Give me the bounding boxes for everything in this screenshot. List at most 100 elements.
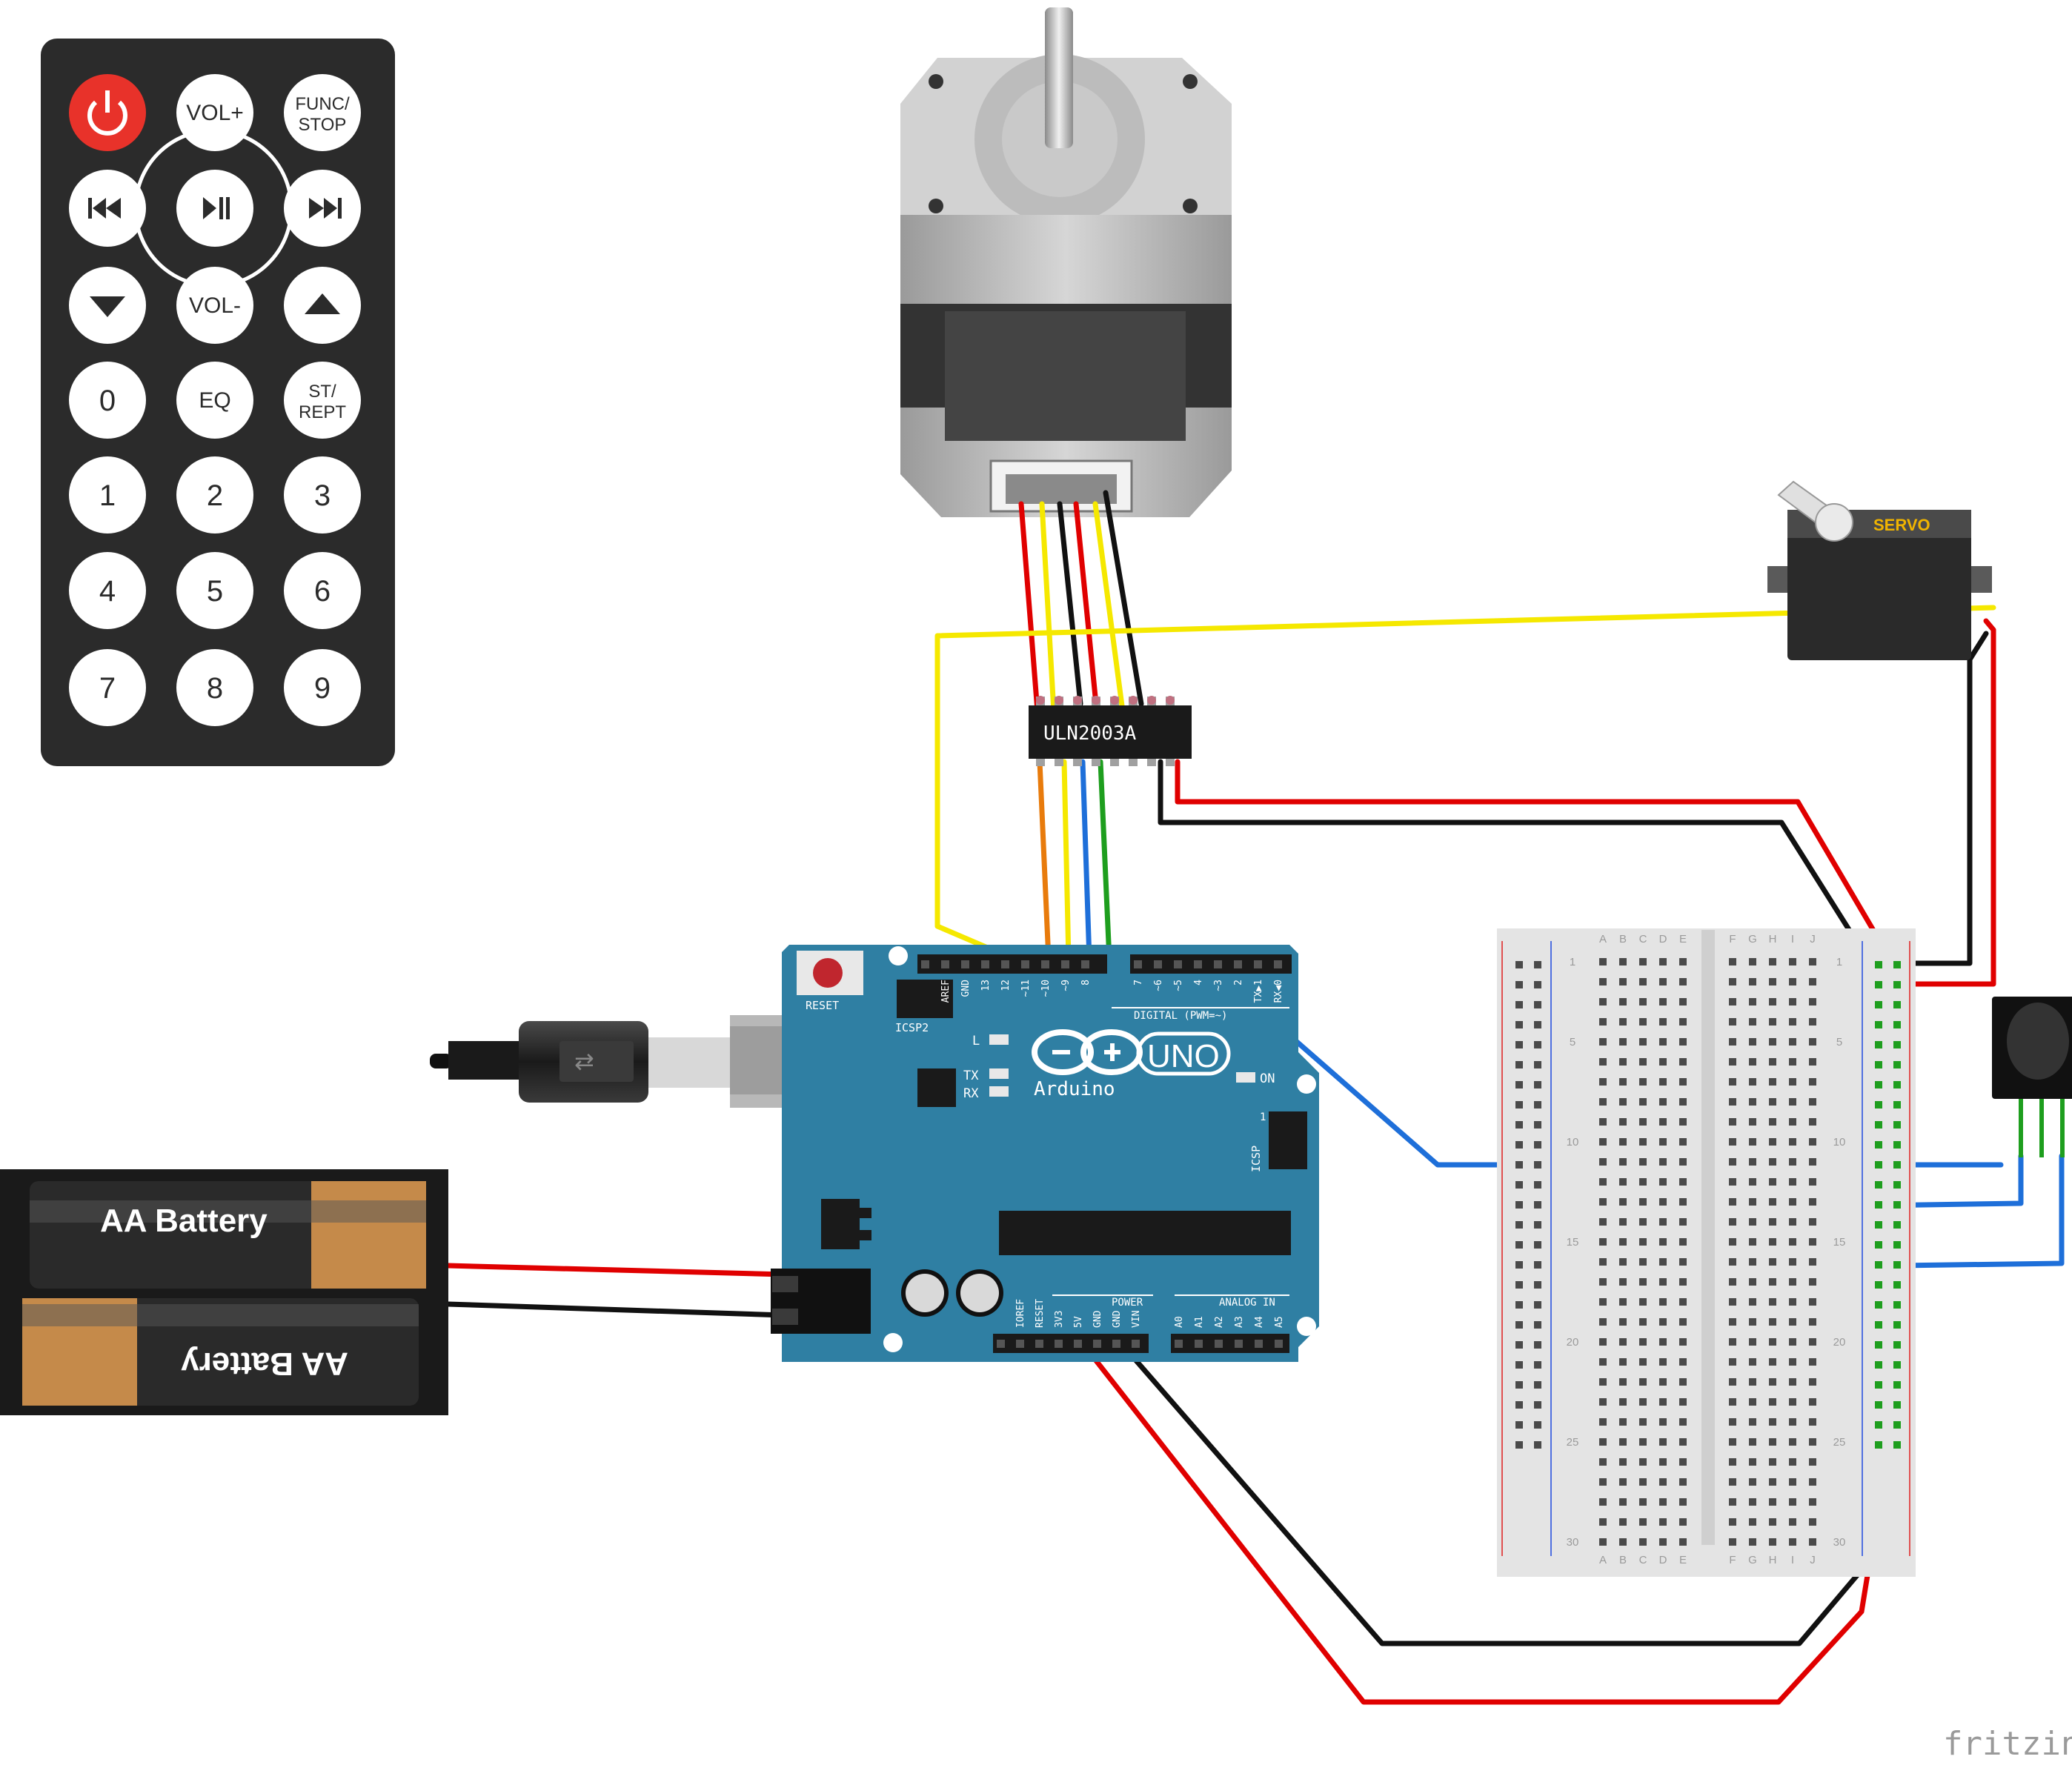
breadboard-hole xyxy=(1599,1338,1607,1346)
breadboard-hole xyxy=(1639,1098,1647,1106)
battery-cell-top-band xyxy=(311,1181,426,1289)
stepper-motor xyxy=(900,7,1232,517)
motor-screw xyxy=(1183,199,1198,213)
breadboard-hole xyxy=(1809,978,1816,985)
breadboard-hole xyxy=(1639,1158,1647,1166)
breadboard-hole xyxy=(1679,1198,1687,1206)
breadboard-hole xyxy=(1749,1478,1756,1486)
wire-uln-black xyxy=(1158,759,1882,980)
previous-button[interactable] xyxy=(69,170,146,247)
rail-hole xyxy=(1893,1121,1901,1129)
breadboard-hole xyxy=(1659,1018,1667,1026)
breadboard-hole xyxy=(1809,1238,1816,1246)
header-hole xyxy=(1234,960,1242,968)
breadboard-hole xyxy=(1659,1318,1667,1326)
remote-button-9[interactable]: 9 xyxy=(284,649,361,726)
remote-button-7[interactable]: 7 xyxy=(69,649,146,726)
remote-button-vol[interactable]: VOL- xyxy=(176,267,253,344)
breadboard-hole xyxy=(1639,1078,1647,1086)
breadboard-hole xyxy=(1789,1298,1796,1306)
uln-pin-end xyxy=(1166,696,1175,705)
breadboard-hole xyxy=(1789,1118,1796,1126)
breadboard-hole xyxy=(1809,1338,1816,1346)
breadboard-hole xyxy=(1769,1318,1776,1326)
breadboard-hole xyxy=(1729,1418,1736,1426)
digital-pin-label: 7 xyxy=(1133,980,1144,985)
rail-hole xyxy=(1534,1301,1541,1309)
remote-button-1[interactable]: 1 xyxy=(69,456,146,534)
rail-hole xyxy=(1515,1281,1523,1289)
rail-hole xyxy=(1875,981,1882,988)
breadboard-hole xyxy=(1809,1018,1816,1026)
rail-hole xyxy=(1875,1061,1882,1068)
up-arrow-button[interactable] xyxy=(284,267,361,344)
header-hole xyxy=(1174,960,1182,968)
breadboard-hole xyxy=(1749,958,1756,965)
breadboard-hole xyxy=(1809,1078,1816,1086)
header-hole xyxy=(1134,960,1142,968)
wire-motor-red-1 xyxy=(1018,501,1040,714)
remote-button-8[interactable]: 8 xyxy=(176,649,253,726)
breadboard-hole xyxy=(1729,1058,1736,1066)
rail-hole xyxy=(1515,1221,1523,1229)
breadboard-hole xyxy=(1809,1158,1816,1166)
breadboard-hole xyxy=(1679,1258,1687,1266)
wire-uln-red xyxy=(1175,759,1900,974)
remote-button-3[interactable]: 3 xyxy=(284,456,361,534)
reset-label: RESET xyxy=(806,999,839,1012)
breadboard-hole xyxy=(1679,1058,1687,1066)
next-button[interactable] xyxy=(284,170,361,247)
remote-button-6[interactable]: 6 xyxy=(284,552,361,629)
rail-hole xyxy=(1893,1301,1901,1309)
remote-button-5[interactable]: 5 xyxy=(176,552,253,629)
power-button[interactable] xyxy=(69,74,146,151)
uln-pin xyxy=(1147,757,1156,766)
rail-hole xyxy=(1893,1141,1901,1149)
breadboard-hole xyxy=(1659,1258,1667,1266)
breadboard-hole xyxy=(1749,978,1756,985)
rail-hole xyxy=(1515,1361,1523,1369)
digital-label: DIGITAL (PWM=~) xyxy=(1134,1010,1227,1022)
breadboard-hole xyxy=(1659,1098,1667,1106)
rail-hole xyxy=(1515,981,1523,988)
down-arrow-button[interactable] xyxy=(69,267,146,344)
rail-hole xyxy=(1534,1061,1541,1068)
remote-button-eq[interactable]: EQ xyxy=(176,362,253,439)
remote-button-0[interactable]: 0 xyxy=(69,362,146,439)
breadboard-hole xyxy=(1809,1218,1816,1226)
remote-button-face xyxy=(284,649,361,726)
play-pause-button[interactable] xyxy=(176,170,253,247)
breadboard-hole xyxy=(1639,1498,1647,1506)
remote-button-st[interactable]: ST/REPT xyxy=(284,362,361,439)
remote-button-label: 7 xyxy=(99,672,116,705)
arduino-pcb xyxy=(782,945,1319,1362)
previous-icon xyxy=(88,198,121,219)
remote-button-vol[interactable]: VOL+ xyxy=(176,74,253,151)
breadboard-col-label: I xyxy=(1791,1554,1794,1566)
remote-button-func[interactable]: FUNC/STOP xyxy=(284,74,361,151)
breadboard-hole xyxy=(1749,1358,1756,1366)
breadboard-hole xyxy=(1749,1318,1756,1326)
breadboard-hole xyxy=(1769,1518,1776,1526)
breadboard-hole xyxy=(1749,1118,1756,1126)
rail-hole xyxy=(1875,1421,1882,1429)
breadboard-hole xyxy=(1789,1018,1796,1026)
breadboard-hole xyxy=(1729,1278,1736,1286)
breadboard-hole xyxy=(1619,1498,1627,1506)
wire-servo-black xyxy=(1896,631,1989,966)
rail-hole xyxy=(1515,1181,1523,1189)
wire-green-pin8 xyxy=(1098,759,1112,963)
breadboard-hole xyxy=(1639,1138,1647,1146)
breadboard-hole xyxy=(1619,1298,1627,1306)
remote-button-2[interactable]: 2 xyxy=(176,456,253,534)
remote-button-4[interactable]: 4 xyxy=(69,552,146,629)
breadboard-hole xyxy=(1789,1318,1796,1326)
breadboard-hole xyxy=(1639,1218,1647,1226)
breadboard-hole xyxy=(1679,978,1687,985)
breadboard-hole xyxy=(1789,978,1796,985)
breadboard-hole xyxy=(1659,1298,1667,1306)
breadboard-hole xyxy=(1619,1158,1627,1166)
rail-hole xyxy=(1893,1201,1901,1209)
